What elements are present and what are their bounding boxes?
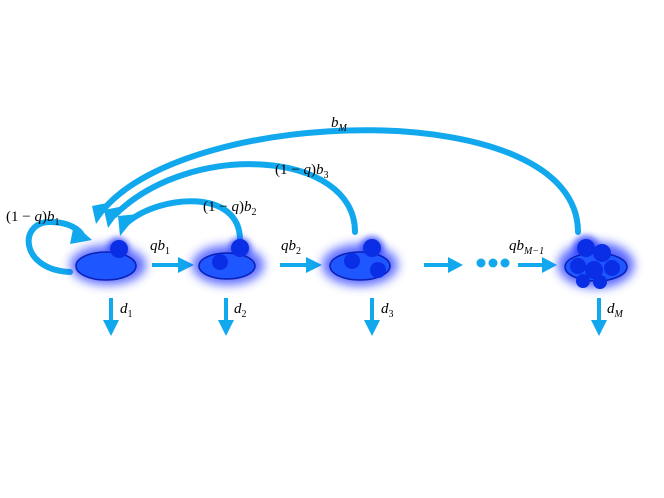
label-bM: bM	[331, 115, 348, 134]
arc3-arrowhead	[104, 206, 124, 228]
death-arrow-M	[591, 298, 607, 336]
nucleus	[370, 262, 386, 278]
nucleus	[212, 254, 228, 270]
nucleus	[363, 239, 381, 257]
cell-2	[192, 237, 264, 285]
nucleus	[570, 258, 586, 274]
cell-1	[70, 237, 146, 285]
label-1mq-b2: (1 − q)b2	[203, 199, 256, 218]
arrow-cell1-to-cell2	[152, 257, 194, 273]
arc-cell3-to-cell1	[112, 161, 358, 235]
label-1mq-b3: (1 − q)b3	[275, 162, 328, 181]
death-arrow-2	[218, 298, 234, 336]
death-arrow-1	[103, 298, 119, 336]
transition-arrows	[152, 257, 557, 273]
label-d1: d1	[120, 301, 133, 320]
arcM-arrowhead	[92, 202, 112, 224]
arc2-arrowhead	[118, 214, 138, 236]
label-qb2: qb2	[281, 238, 301, 257]
cell-3	[322, 236, 398, 286]
nucleus	[231, 239, 249, 257]
nucleus	[593, 275, 607, 289]
label-d3: d3	[381, 301, 394, 320]
nucleus	[576, 274, 590, 288]
ellipsis-dots	[476, 258, 510, 268]
arc-cellM-to-cell1	[100, 127, 581, 235]
label-qbM-1: qbM−1	[509, 238, 544, 257]
label-d2: d2	[234, 301, 247, 320]
arc-cell2-to-cell1	[125, 198, 243, 243]
label-loop-1mq-b1: (1 − q)b1	[6, 209, 59, 228]
nucleus	[344, 253, 360, 269]
nucleus	[577, 239, 595, 257]
arrow-ellipsis-to-cellM	[518, 257, 557, 273]
arrow-cell2-to-cell3	[280, 257, 322, 273]
cell-M	[558, 235, 634, 289]
death-arrows	[103, 298, 607, 336]
self-loop-arrowhead	[70, 224, 92, 244]
death-arrow-3	[364, 298, 380, 336]
nucleus	[585, 261, 603, 279]
arrow-cell3-to-ellipsis	[424, 257, 463, 273]
arc-arrowheads	[70, 202, 138, 244]
label-dM: dM	[607, 301, 624, 320]
nucleus	[604, 260, 620, 276]
label-qb1: qb1	[150, 238, 170, 257]
nucleus	[593, 244, 611, 262]
nucleus	[110, 240, 128, 258]
